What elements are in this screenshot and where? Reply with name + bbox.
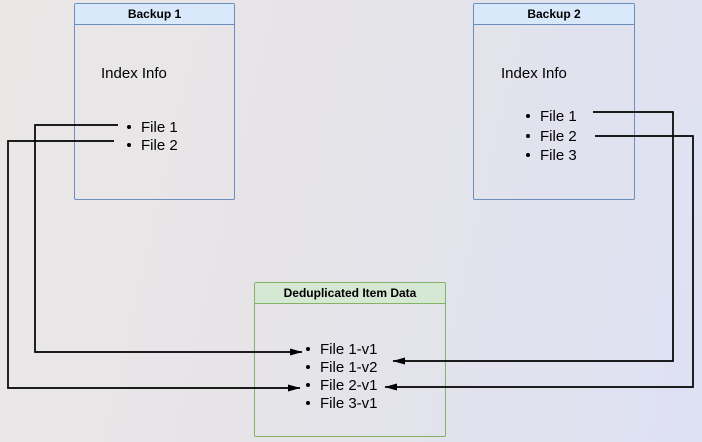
- dedup-list-item: File 1-v2: [306, 358, 378, 376]
- backup1-item-label: File 2: [141, 136, 178, 154]
- backup2-item-label: File 3: [540, 146, 577, 164]
- bullet-icon: [127, 143, 131, 147]
- backup2-list-item: File 1: [526, 107, 577, 125]
- backup2-title: Backup 2: [474, 4, 634, 25]
- bullet-icon: [127, 125, 131, 129]
- bullet-icon: [526, 114, 530, 118]
- backup1-title: Backup 1: [75, 4, 234, 25]
- bullet-icon: [306, 347, 310, 351]
- backup2-item-label: File 1: [540, 107, 577, 125]
- bullet-icon: [526, 153, 530, 157]
- backup1-index-info-label: Index Info: [101, 65, 167, 82]
- backup2-item-label: File 2: [540, 127, 577, 145]
- backup2-list-item: File 2: [526, 127, 577, 145]
- dedup-item-label: File 1-v1: [320, 340, 378, 358]
- backup1-list-item: File 1: [127, 118, 178, 136]
- dedup-item-label: File 2-v1: [320, 376, 378, 394]
- bullet-icon: [526, 134, 530, 138]
- dedup-box: Deduplicated Item Data File 1-v1 File 1-…: [254, 282, 446, 437]
- backup1-box: Backup 1 Index Info File 1 File 2: [74, 3, 235, 200]
- bullet-icon: [306, 401, 310, 405]
- dedup-list-item: File 3-v1: [306, 394, 378, 412]
- dedup-list-item: File 2-v1: [306, 376, 378, 394]
- backup1-item-label: File 1: [141, 118, 178, 136]
- backup1-list-item: File 2: [127, 136, 178, 154]
- backup2-list-item: File 3: [526, 146, 577, 164]
- backup2-box: Backup 2 Index Info File 1 File 2 File 3: [473, 3, 635, 200]
- backup2-index-info-label: Index Info: [501, 65, 567, 82]
- dedup-item-label: File 3-v1: [320, 394, 378, 412]
- dedup-item-label: File 1-v2: [320, 358, 378, 376]
- bullet-icon: [306, 383, 310, 387]
- dedup-title: Deduplicated Item Data: [255, 283, 445, 304]
- dedup-list-item: File 1-v1: [306, 340, 378, 358]
- bullet-icon: [306, 365, 310, 369]
